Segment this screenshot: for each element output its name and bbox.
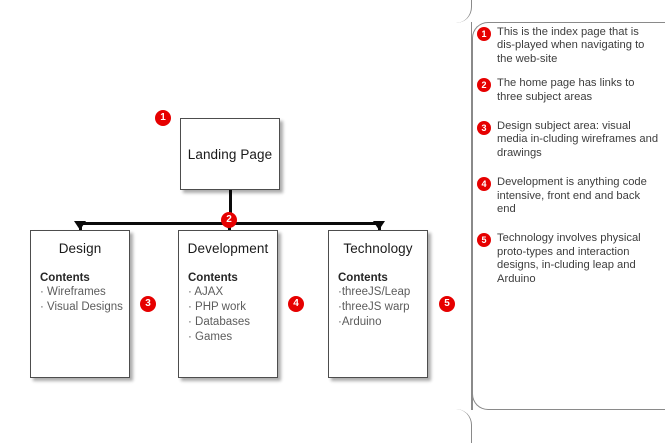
list-item: · Databases <box>188 316 251 328</box>
note-text-4: Development is anything code intensive, … <box>497 176 647 216</box>
annotation-note-4: 4 Development is anything code intensive… <box>477 176 659 216</box>
brace-spine-divider <box>471 22 472 410</box>
list-item: ·Arduino <box>338 316 382 328</box>
annotation-notes-list: 1 This is the index page that is dis-pla… <box>477 26 659 297</box>
annotation-note-2: 2 The home page has links to three subje… <box>477 77 659 104</box>
note-text-1: This is the index page that is dis-playe… <box>497 26 645 65</box>
list-item: · Wireframes <box>40 286 106 298</box>
node-title-landing-page: Landing Page <box>187 147 273 162</box>
connector-landing-to-bus <box>229 190 232 224</box>
note-badge-1: 1 <box>477 27 491 41</box>
annotation-note-3: 3 Design subject area: visual media in-c… <box>477 120 659 160</box>
list-item: · Visual Designs <box>40 301 123 313</box>
note-badge-4: 4 <box>477 177 491 192</box>
note-badge-3: 3 <box>477 121 491 136</box>
callout-badge-4[interactable]: 4 <box>288 296 304 312</box>
node-title-technology: Technology <box>343 241 413 256</box>
site-map-diagram: Landing Page Design Contents · Wireframe… <box>30 110 455 378</box>
callout-badge-5[interactable]: 5 <box>439 296 455 312</box>
note-text-2: The home page has links to three subject… <box>497 77 635 103</box>
panel-frame-top-border <box>472 22 665 410</box>
contents-block-development: Contents · AJAX · PHP work · Databases ·… <box>188 272 277 345</box>
panel-frame-bottom-border <box>472 380 665 410</box>
contents-block-design: Contents · Wireframes · Visual Designs <box>40 272 129 315</box>
list-item: · Games <box>188 331 233 343</box>
list-item: ·threeJS/Leap <box>338 286 411 298</box>
note-text-3: Design subject area: visual media in-clu… <box>497 120 659 159</box>
callout-badge-3[interactable]: 3 <box>140 296 156 312</box>
contents-list-design: · Wireframes · Visual Designs <box>40 285 129 315</box>
note-badge-2: 2 <box>477 78 491 93</box>
contents-block-technology: Contents ·threeJS/Leap ·threeJS warp ·Ar… <box>338 272 427 330</box>
contents-list-development: · AJAX · PHP work · Databases · Games <box>188 285 277 345</box>
brace-curve-top-icon <box>456 0 472 23</box>
list-item: · PHP work <box>188 301 246 313</box>
callout-badge-2[interactable]: 2 <box>221 212 237 228</box>
node-title-development: Development <box>187 241 269 256</box>
contents-label-development: Contents <box>188 272 238 284</box>
node-technology[interactable]: Technology Contents ·threeJS/Leap ·three… <box>328 230 428 378</box>
callout-badge-1[interactable]: 1 <box>155 110 171 126</box>
node-landing-page[interactable]: Landing Page <box>180 118 280 190</box>
node-title-design: Design <box>58 241 102 256</box>
annotation-note-5: 5 Technology involves physical proto-typ… <box>477 232 659 286</box>
arrow-head-icon-technology <box>373 221 385 230</box>
contents-label-design: Contents <box>40 272 90 284</box>
annotation-note-1: 1 This is the index page that is dis-pla… <box>477 26 659 66</box>
list-item: ·threeJS warp <box>338 301 410 313</box>
brace-curve-bottom-icon <box>456 409 472 443</box>
note-badge-5: 5 <box>477 233 491 248</box>
arrow-head-icon-design <box>74 221 86 230</box>
list-item: · AJAX <box>188 286 224 298</box>
contents-list-technology: ·threeJS/Leap ·threeJS warp ·Arduino <box>338 285 427 330</box>
node-development[interactable]: Development Contents · AJAX · PHP work ·… <box>178 230 278 378</box>
node-design[interactable]: Design Contents · Wireframes · Visual De… <box>30 230 130 378</box>
annotation-panel: 1 This is the index page that is dis-pla… <box>465 0 665 443</box>
note-text-5: Technology involves physical proto-types… <box>497 232 641 285</box>
contents-label-technology: Contents <box>338 272 388 284</box>
